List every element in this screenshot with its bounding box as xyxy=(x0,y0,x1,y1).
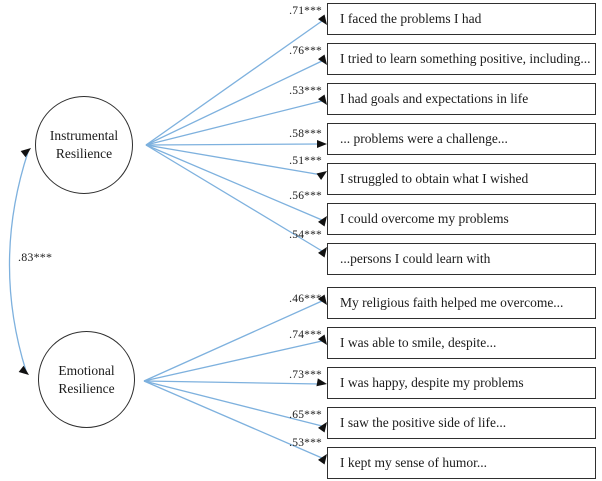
indicator-box: I faced the problems I had xyxy=(327,3,596,35)
indicator-box: I saw the positive side of life... xyxy=(327,407,596,439)
loading-path xyxy=(145,144,323,252)
loading-path xyxy=(143,380,323,427)
loading-coefficient: .46*** xyxy=(289,293,322,305)
loading-coefficient: .53*** xyxy=(289,85,322,97)
arrowhead-icon xyxy=(316,378,327,387)
arrowhead-icon xyxy=(317,294,327,305)
covariance-coefficient: .83*** xyxy=(18,250,53,264)
arrowhead-icon xyxy=(317,216,327,227)
emotional-loading-paths xyxy=(143,300,323,459)
loading-path xyxy=(145,143,321,146)
arrowhead-icon xyxy=(317,422,327,433)
indicator-label: I had goals and expectations in life xyxy=(340,91,529,106)
arrowhead-icon xyxy=(317,140,327,148)
loading-coefficient: .76*** xyxy=(289,45,322,57)
loading-coefficient: .58*** xyxy=(289,128,322,140)
loading-path xyxy=(145,144,323,176)
arrowhead-icon xyxy=(316,171,327,181)
indicator-box: ... problems were a challenge... xyxy=(327,123,596,155)
indicator-label: I kept my sense of humor... xyxy=(340,455,487,470)
indicator-label: I saw the positive side of life... xyxy=(340,415,507,430)
loading-path xyxy=(143,380,323,459)
latent-label-line1: Emotional xyxy=(58,362,115,378)
latent-label-line2: Resilience xyxy=(55,146,113,161)
arrowhead-icon xyxy=(317,94,327,105)
loading-path xyxy=(145,60,323,146)
indicator-label: I could overcome my problems xyxy=(340,211,509,226)
loading-path xyxy=(143,380,321,385)
covariance-curve xyxy=(8,151,29,372)
loading-coefficient: .54*** xyxy=(289,229,322,241)
arrowhead-icon xyxy=(317,247,327,258)
indicator-box: I was happy, despite my problems xyxy=(327,367,596,399)
indicator-box: I struggled to obtain what I wished xyxy=(327,163,596,195)
latent-instrumental-resilience: Instrumental Resilience xyxy=(35,96,133,194)
loading-path xyxy=(145,20,323,146)
loading-coefficient: .65*** xyxy=(289,409,322,421)
loading-coefficient: .56*** xyxy=(289,190,322,202)
loading-coefficient: .74*** xyxy=(289,329,322,341)
latent-label-line1: Instrumental xyxy=(49,128,119,144)
loading-path xyxy=(143,300,323,382)
indicator-box: I kept my sense of humor... xyxy=(327,447,596,479)
indicator-label: I was able to smile, despite... xyxy=(340,335,497,350)
indicator-box: My religious faith helped me overcome... xyxy=(327,287,596,319)
arrowhead-icon xyxy=(20,148,31,158)
loading-coefficient: .51*** xyxy=(289,155,322,167)
arrowhead-icon xyxy=(317,334,327,345)
indicator-label: ...persons I could learn with xyxy=(340,251,491,266)
indicator-label: I was happy, despite my problems xyxy=(340,375,524,390)
instrumental-loading-paths xyxy=(145,20,323,252)
indicator-label: My religious faith helped me overcome... xyxy=(340,295,564,310)
latent-label-line2: Resilience xyxy=(58,380,115,396)
loading-path xyxy=(145,100,323,146)
indicator-label: I faced the problems I had xyxy=(340,11,482,26)
loading-coefficient: .53*** xyxy=(289,437,322,449)
loading-coefficient: .73*** xyxy=(289,369,322,381)
arrowhead-icon xyxy=(317,14,327,25)
loading-path xyxy=(145,144,323,221)
arrowhead-icon xyxy=(317,54,327,65)
latent-emotional-resilience: Emotional Resilience xyxy=(38,331,135,428)
arrowheads xyxy=(18,14,327,465)
indicator-box: ...persons I could learn with xyxy=(327,243,596,275)
loading-path xyxy=(143,340,323,382)
indicator-label: ... problems were a challenge... xyxy=(340,131,508,146)
indicator-label: I struggled to obtain what I wished xyxy=(340,171,529,186)
indicator-box: I could overcome my problems xyxy=(327,203,596,235)
indicator-box: I had goals and expectations in life xyxy=(327,83,596,115)
indicator-label: I tried to learn something positive, inc… xyxy=(340,51,591,66)
arrowhead-icon xyxy=(18,365,29,375)
indicator-box: I tried to learn something positive, inc… xyxy=(327,43,596,75)
indicator-box: I was able to smile, despite... xyxy=(327,327,596,359)
loading-coefficient: .71*** xyxy=(289,5,322,17)
arrowhead-icon xyxy=(317,454,327,465)
